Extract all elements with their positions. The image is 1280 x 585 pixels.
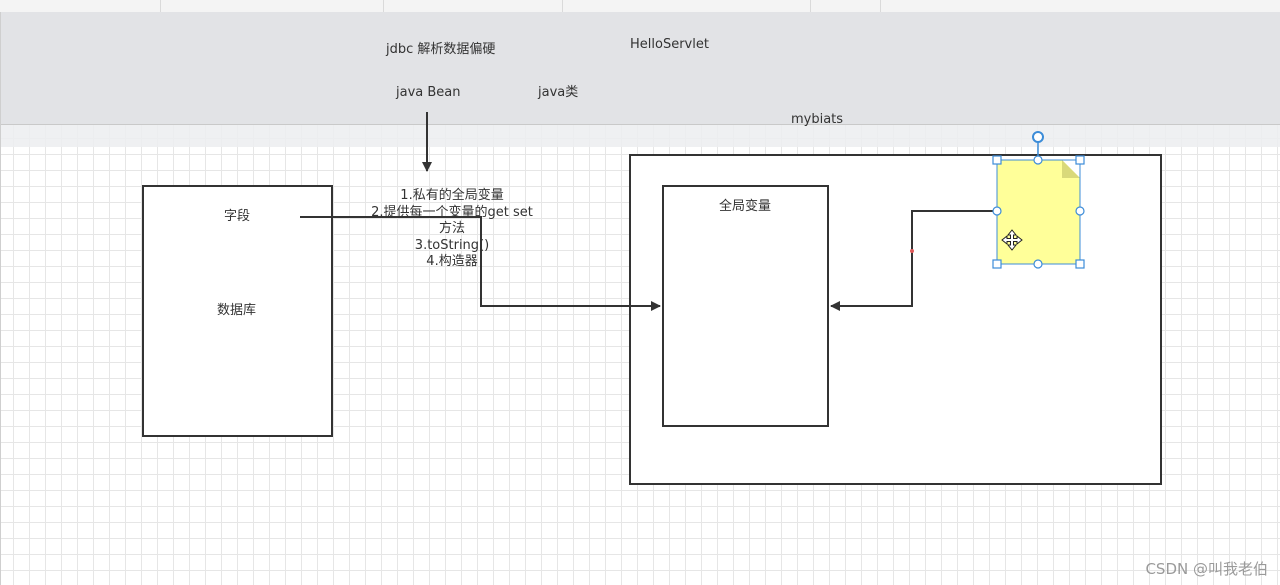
move-cursor-icon: [1001, 229, 1023, 251]
java-bean-label[interactable]: java Bean: [396, 85, 461, 100]
field-label[interactable]: 字段: [224, 209, 251, 224]
rotate-handle[interactable]: [1032, 131, 1044, 143]
bean-step: 1.私有的全局变量: [400, 188, 504, 203]
resize-handle-n[interactable]: [1033, 155, 1043, 165]
global-variable-box[interactable]: [662, 185, 829, 427]
bean-steps-text[interactable]: 1.私有的全局变量 2.提供每一个变量的get set 方法 3.toStrin…: [362, 188, 542, 271]
resize-handle-nw[interactable]: [992, 155, 1002, 165]
resize-handle-w[interactable]: [992, 206, 1002, 216]
database-box[interactable]: [142, 185, 333, 437]
bean-step: 方法: [438, 221, 465, 236]
note-to-global-connector[interactable]: [830, 210, 997, 311]
resize-handle-s[interactable]: [1033, 259, 1043, 269]
note-fold: [1062, 160, 1080, 178]
resize-handle-e[interactable]: [1075, 206, 1085, 216]
watermark: CSDN @叫我老伯: [1145, 560, 1268, 578]
mybiats-label[interactable]: mybiats: [791, 112, 844, 127]
resize-handle-se[interactable]: [1075, 259, 1085, 269]
header-band-fade: [1, 125, 1280, 147]
global-variable-label[interactable]: 全局变量: [719, 199, 772, 214]
resize-handle-ne[interactable]: [1075, 155, 1085, 165]
bean-step: 3.toString(): [414, 237, 490, 253]
database-label[interactable]: 数据库: [217, 303, 257, 318]
java-class-label[interactable]: java类: [538, 85, 579, 100]
resize-handle-sw[interactable]: [992, 259, 1002, 269]
header-band: [1, 12, 1280, 125]
bean-step: 4.构造器: [426, 254, 478, 269]
jdbc-label[interactable]: jdbc 解析数据偏硬: [386, 42, 496, 57]
hello-servlet-label[interactable]: HelloServlet: [630, 37, 709, 52]
bean-step: 2.提供每一个变量的get set: [371, 204, 533, 220]
waypoint-dot[interactable]: [910, 249, 914, 253]
field-to-global-connector[interactable]: [300, 216, 661, 311]
